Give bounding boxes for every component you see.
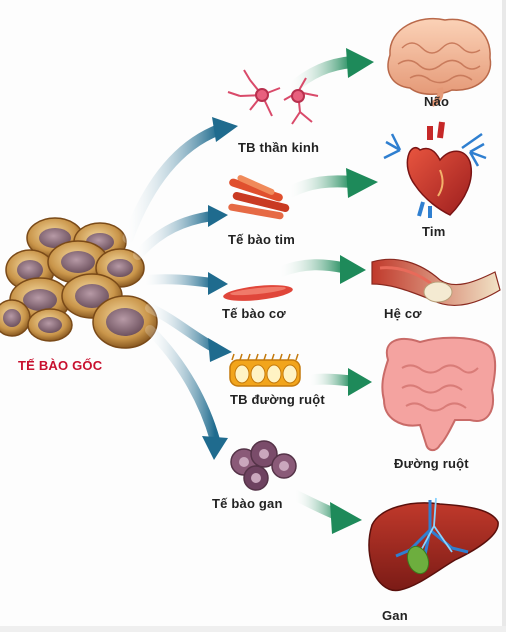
muscle-cell: [223, 285, 293, 301]
muscle-illustration: [371, 258, 501, 307]
stem-cell-cluster: [0, 217, 158, 349]
heart-illustration: [383, 121, 487, 218]
liver-illustration: [368, 497, 499, 592]
arrow-to-liver: [289, 489, 362, 534]
stem-cell: [27, 308, 73, 342]
arrow-to-brain: [284, 48, 374, 96]
neuron-cells: [227, 69, 319, 125]
liver-cell-label: Tế bào gan: [212, 496, 283, 511]
arrow-to-liver-cell: [145, 325, 228, 460]
arrow-to-heart: [284, 168, 378, 198]
muscle-label: Hệ cơ: [384, 306, 422, 321]
arrow-to-neuron: [122, 117, 238, 244]
right-border: [502, 0, 506, 632]
stem-cell-label: TẾ BÀO GỐC: [18, 358, 103, 373]
arrow-to-gut-cell: [145, 303, 232, 362]
neuron-label: TB thần kinh: [238, 140, 320, 155]
gut-cell-label: TB đường ruột: [230, 392, 325, 407]
liver-cells: [230, 440, 297, 491]
heart-label: Tim: [422, 224, 446, 239]
arrow-to-intestine: [304, 368, 372, 396]
bottom-border: [0, 626, 506, 632]
intestine-label: Đường ruột: [394, 456, 469, 471]
intestine-illustration: [381, 336, 497, 452]
brain-illustration: [387, 17, 492, 107]
brain-label: Não: [424, 94, 450, 109]
heart-cell-label: Tế bào tim: [228, 232, 296, 247]
liver-label: Gan: [382, 608, 408, 623]
heart-muscle-cells: [228, 175, 290, 220]
intestinal-cells: [229, 353, 301, 387]
stem-cell: [92, 295, 158, 349]
stem-cell: [47, 240, 109, 284]
arrow-to-muscle-cell: [140, 272, 228, 295]
arrow-to-muscle: [274, 255, 366, 284]
stem-cell: [0, 299, 31, 337]
arrow-to-heart-cell: [133, 205, 228, 260]
muscle-cell-label: Tế bào cơ: [222, 306, 286, 321]
